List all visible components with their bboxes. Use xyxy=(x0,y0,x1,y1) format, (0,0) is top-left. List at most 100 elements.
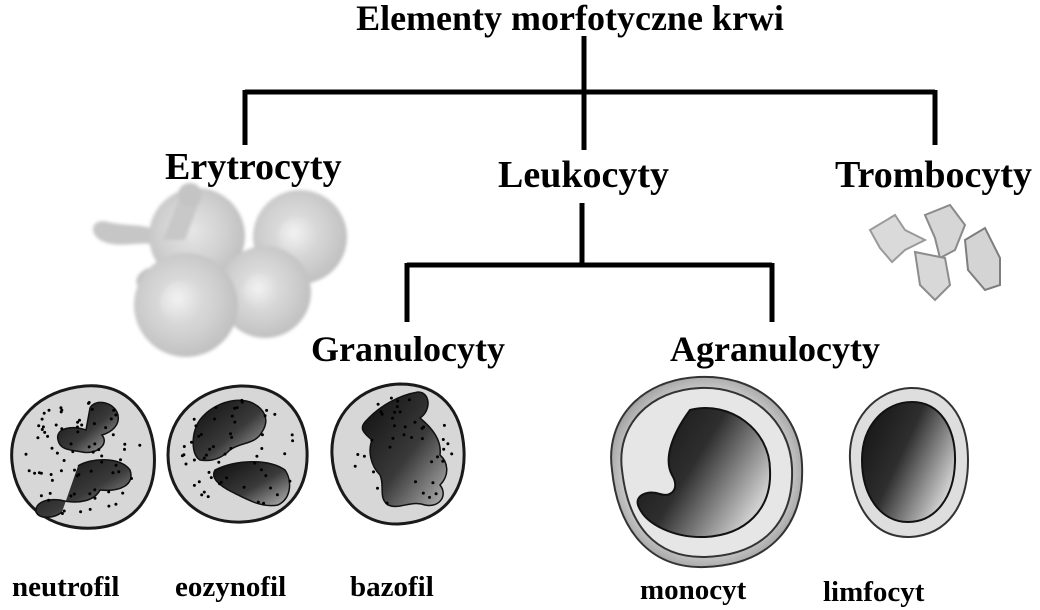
granule xyxy=(402,433,406,437)
rbc-center-4 xyxy=(160,281,204,325)
granule xyxy=(385,501,389,505)
granule xyxy=(79,510,83,514)
granule xyxy=(207,470,211,474)
granule xyxy=(90,407,94,411)
granule xyxy=(192,458,196,462)
granule xyxy=(194,424,198,428)
granule xyxy=(233,420,237,424)
granule xyxy=(91,450,95,454)
label-lymphocyte: limfocyt xyxy=(823,576,925,608)
granule xyxy=(36,436,40,440)
granule xyxy=(290,433,294,437)
granule xyxy=(33,471,37,475)
granule xyxy=(92,422,96,426)
granule xyxy=(107,504,111,508)
granule xyxy=(42,411,46,415)
granule xyxy=(441,438,445,441)
granule xyxy=(111,471,115,475)
granule xyxy=(119,458,122,462)
granule xyxy=(39,494,43,498)
granule xyxy=(283,452,287,456)
granule xyxy=(273,412,277,416)
granule xyxy=(396,399,400,403)
neutrophil-nucleus-lobe-1 xyxy=(57,401,120,454)
granule xyxy=(233,406,236,410)
node-agranulocytes: Agranulocyty xyxy=(670,329,880,369)
basophil-granules xyxy=(353,396,454,505)
granule xyxy=(55,451,59,455)
granule xyxy=(184,462,188,466)
granule xyxy=(391,416,394,420)
granule xyxy=(78,418,81,422)
granule xyxy=(240,398,244,402)
erythrocytes-illustration xyxy=(93,183,347,357)
granule xyxy=(229,446,233,450)
granule xyxy=(182,453,186,457)
granule xyxy=(217,460,221,464)
granule xyxy=(395,405,399,409)
rbc-stretch-left xyxy=(93,221,160,245)
monocyte-nucleus xyxy=(636,407,772,539)
granule xyxy=(442,447,446,451)
granule xyxy=(54,423,58,427)
thrombocytes-illustration xyxy=(868,203,1001,302)
granule xyxy=(69,442,73,446)
granule xyxy=(214,406,218,409)
granule xyxy=(182,445,186,448)
monocyte-cell xyxy=(610,375,804,569)
granule xyxy=(223,452,227,456)
granule xyxy=(62,509,66,513)
granule xyxy=(434,492,438,496)
granule xyxy=(73,468,76,472)
granule xyxy=(209,476,213,480)
granule xyxy=(403,425,407,429)
granule xyxy=(71,450,75,454)
granule xyxy=(230,435,234,439)
granule xyxy=(192,417,196,421)
granule xyxy=(275,493,279,497)
granule xyxy=(60,512,64,515)
granule xyxy=(77,473,81,477)
granule xyxy=(69,494,73,498)
granule xyxy=(138,443,142,447)
granule xyxy=(380,412,384,416)
label-eosinophil: eozynofil xyxy=(175,571,287,603)
granule xyxy=(235,406,239,410)
neutrophil-granules xyxy=(24,401,142,515)
granule xyxy=(229,432,232,436)
granule xyxy=(47,408,51,412)
granule xyxy=(450,452,454,456)
granule xyxy=(446,442,450,446)
platelet-1 xyxy=(868,213,928,264)
node-leukocytes: Leukocyty xyxy=(498,154,669,196)
granule xyxy=(41,425,45,429)
granule xyxy=(121,491,125,495)
rbc-center-3 xyxy=(243,273,281,311)
granule xyxy=(376,486,379,490)
granule xyxy=(230,414,234,418)
granule xyxy=(436,455,439,459)
granule xyxy=(60,427,64,431)
granule xyxy=(59,406,63,410)
granule xyxy=(37,424,41,428)
granule xyxy=(114,463,118,467)
granule xyxy=(219,480,223,484)
platelet-4 xyxy=(963,226,1001,292)
granule xyxy=(441,459,445,463)
granule xyxy=(211,445,215,449)
neutrophil-cell xyxy=(10,384,156,530)
lymphocyte-cell xyxy=(848,386,970,539)
granule xyxy=(206,495,210,499)
granule xyxy=(265,408,269,412)
granule xyxy=(47,498,51,502)
granule xyxy=(49,473,53,476)
granule xyxy=(87,401,91,404)
granule xyxy=(111,433,115,437)
granule xyxy=(89,469,93,473)
granule xyxy=(260,433,264,437)
granule xyxy=(442,423,446,427)
granule xyxy=(393,410,397,414)
granule xyxy=(97,448,101,452)
granule xyxy=(410,436,414,439)
neutrophil-cytoplasm xyxy=(10,384,156,530)
